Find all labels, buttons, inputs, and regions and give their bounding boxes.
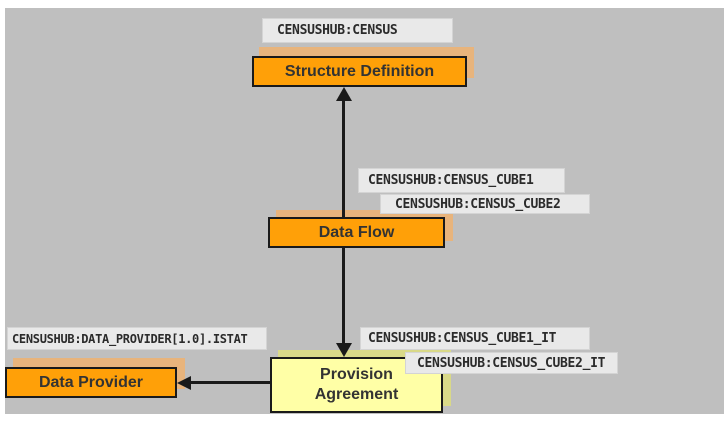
data-provider-label: Data Provider — [38, 373, 144, 391]
structure-definition-label: Structure Definition — [284, 62, 435, 80]
data-flow-label: Data Flow — [318, 223, 395, 241]
arrow-dataflow-to-structure-line — [342, 99, 345, 217]
arrow-down-head-icon — [336, 343, 352, 357]
annotation-censushub-census-cube1: CENSUSHUB:CENSUS_CUBE1 — [358, 168, 565, 193]
provision-agreement-label-line2: Agreement — [314, 386, 399, 403]
annotation-censushub-census-cube2-it: CENSUSHUB:CENSUS_CUBE2_IT — [405, 352, 618, 374]
structure-definition-node: Structure Definition — [252, 56, 467, 87]
annotation-censushub-census: CENSUSHUB:CENSUS — [262, 18, 453, 43]
provision-agreement-label-line1: Provision — [320, 366, 393, 383]
provision-agreement-node: Provision Agreement — [270, 357, 443, 413]
arrow-up-head-icon — [336, 87, 352, 101]
data-flow-node: Data Flow — [268, 217, 445, 248]
data-provider-node: Data Provider — [5, 367, 177, 398]
arrow-dataflow-to-provision-line — [342, 248, 345, 345]
annotation-censushub-census-cube1-it: CENSUSHUB:CENSUS_CUBE1_IT — [360, 327, 590, 350]
arrow-provision-to-provider-line — [190, 381, 270, 384]
arrow-left-head-icon — [177, 376, 191, 390]
annotation-censushub-data-provider: CENSUSHUB:DATA_PROVIDER[1.0].ISTAT — [7, 327, 267, 350]
annotation-censushub-census-cube2: CENSUSHUB:CENSUS_CUBE2 — [380, 194, 590, 214]
